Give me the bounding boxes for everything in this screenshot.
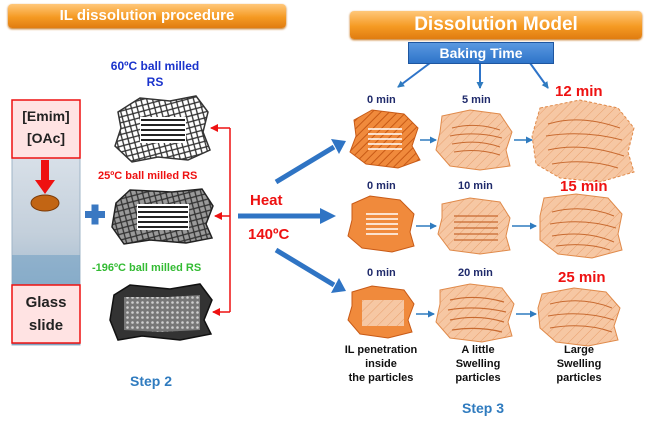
il-label-line1: [Emim]	[22, 108, 70, 124]
baking-time-box: Baking Time	[408, 42, 554, 64]
sample-60-label-line1: 60ºC ball milled	[110, 59, 200, 73]
rs-particle-196	[109, 283, 213, 341]
sample-196-label: -196ºC ball milled RS	[92, 262, 202, 274]
row1-particle-12min	[531, 99, 635, 183]
caption-3-line3: particles	[556, 372, 602, 384]
row1-time-2: 12 min	[555, 83, 603, 100]
row1-time-0: 0 min	[367, 94, 396, 106]
row3-time-1: 20 min	[458, 267, 493, 279]
stage-arrows	[416, 136, 537, 318]
dissolution-model-banner: Dissolution Model	[350, 11, 642, 39]
caption-1-line3: the particles	[348, 372, 414, 384]
rs-particle-25	[111, 188, 214, 245]
caption-2-line1: A little	[461, 344, 495, 356]
row3-particle-0min	[347, 285, 415, 339]
row2-particle-15min	[539, 193, 623, 259]
row3-particle-25min	[537, 287, 621, 347]
row1-particle-0min	[349, 109, 421, 169]
glass-label-line2: slide	[28, 317, 64, 334]
rs-particle-60	[114, 95, 211, 163]
caption-large-swelling: Large Swelling particles	[544, 343, 614, 385]
caption-il-penetration: IL penetration inside the particles	[336, 343, 426, 385]
row1-particle-5min	[435, 109, 513, 171]
glass-label-line1: Glass	[25, 294, 67, 311]
row3-time-2: 25 min	[558, 269, 606, 286]
il-label-line2: [OAc]	[26, 130, 66, 146]
sample-60-label-line2: RS	[146, 75, 164, 89]
red-bracket-arrows	[210, 124, 231, 316]
caption-1-line2: inside	[365, 358, 397, 370]
heat-arrows	[238, 139, 346, 293]
sample-60-label: 60ºC ball milled RS	[100, 58, 210, 90]
row2-particle-0min	[347, 195, 415, 253]
glass-label-box	[11, 284, 81, 344]
step-3-label: Step 3	[462, 400, 505, 416]
row3-time-0: 0 min	[367, 267, 396, 279]
row1-time-1: 5 min	[462, 94, 491, 106]
il-drop-arrow	[35, 160, 55, 194]
row2-time-0: 0 min	[367, 180, 396, 192]
il-label-box	[11, 99, 81, 159]
plus-icon	[85, 204, 105, 225]
sample-25-label: 25ºC ball milled RS	[98, 170, 198, 182]
caption-3-line1: Large	[564, 344, 594, 356]
caption-little-swelling: A little Swelling particles	[446, 343, 510, 385]
row2-particle-10min	[437, 197, 511, 255]
glass-slide-label: Glass slide	[12, 291, 80, 337]
row2-time-1: 10 min	[458, 180, 493, 192]
caption-2-line3: particles	[455, 372, 501, 384]
row2-time-2: 15 min	[560, 178, 608, 195]
caption-3-line2: Swelling	[556, 358, 602, 370]
temperature-label: 140ºC	[248, 226, 290, 243]
row3-particle-20min	[435, 283, 515, 343]
caption-2-line2: Swelling	[455, 358, 501, 370]
il-droplet	[30, 194, 60, 212]
il-procedure-banner: IL dissolution procedure	[8, 4, 286, 28]
caption-1-line1: IL penetration	[344, 344, 418, 356]
baking-arrows	[397, 62, 549, 89]
il-label: [Emim] [OAc]	[12, 105, 80, 149]
step-2-label: Step 2	[130, 373, 173, 389]
heat-label: Heat	[250, 192, 283, 209]
